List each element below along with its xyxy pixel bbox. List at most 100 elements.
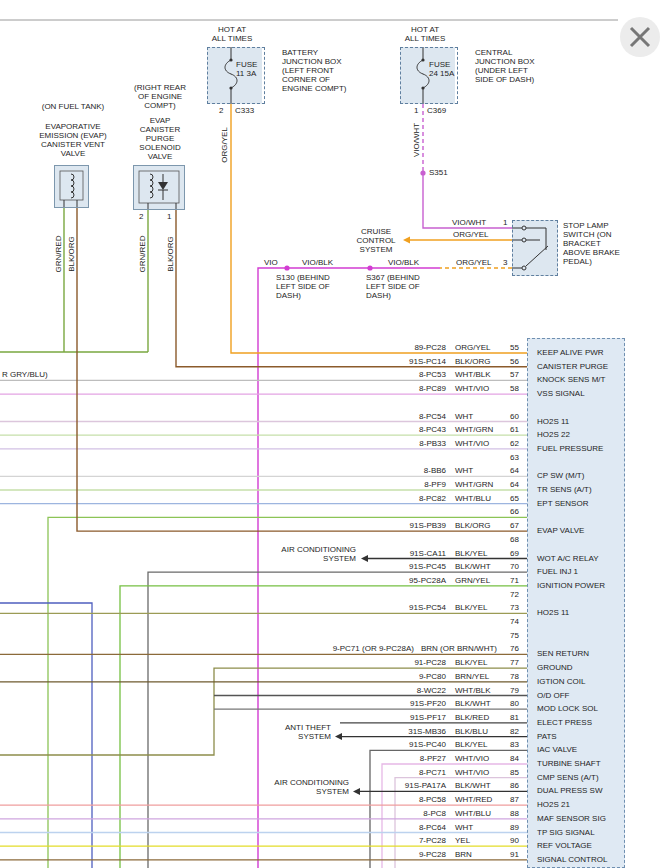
pin-number: 3	[503, 258, 507, 267]
connector-id: C369	[427, 106, 446, 115]
circuit-number: 8-PC8	[423, 809, 446, 818]
wire	[214, 695, 527, 696]
pin-number: 61	[510, 425, 519, 434]
wire	[0, 435, 527, 436]
pin-number: 70	[510, 562, 519, 571]
wire	[0, 448, 527, 449]
component-location: CENTRAL JUNCTION BOX (UNDER LEFT SIDE OF…	[475, 48, 545, 84]
wire	[0, 681, 527, 682]
circuit-number: 8-PC58	[419, 795, 446, 804]
arrow-head	[353, 788, 360, 795]
pin-function: EPT SENSOR	[537, 499, 588, 508]
wire-color: BLK/ORG	[455, 357, 491, 366]
pin-number: 76	[510, 644, 519, 653]
diode-symbol	[158, 174, 168, 200]
circuit-number: 8-PC82	[419, 494, 446, 503]
pin-function: TURBINE SHAFT	[537, 759, 601, 768]
pin-function: O/D OFF	[537, 691, 569, 700]
wire-color: WHT/GRN	[455, 480, 493, 489]
circuit-number: 8-BB6	[424, 466, 446, 475]
circuit-number: 8-PC64	[419, 823, 446, 832]
wire-color: VIO/WHT	[412, 123, 421, 157]
pin-function: MAF SENSOR SIG	[537, 814, 606, 823]
pin-number: 80	[510, 699, 519, 708]
circuit-number: 8-PB33	[419, 439, 446, 448]
pin-function: HO2S 11	[537, 417, 569, 426]
circuit-number: 7-PC28	[419, 836, 446, 845]
wire	[48, 517, 527, 868]
circuit-number: 8-PC89	[419, 384, 446, 393]
pin-number: 1	[167, 212, 171, 221]
arrow-head	[361, 555, 368, 562]
pin-function: REF VOLTAGE	[537, 841, 592, 850]
wire-connector	[77, 208, 527, 531]
close-button	[620, 17, 660, 57]
pin-number: 60	[510, 412, 519, 421]
connector-id: C333	[235, 106, 254, 115]
fuse-box: HOT AT ALL TIMESFUSE 24 15ACENTRAL JUNCT…	[400, 47, 458, 104]
pin-number: 83	[510, 740, 519, 749]
pin-function: KEEP ALIVE PWR	[537, 348, 604, 357]
wire-color: VIO	[264, 258, 278, 267]
wire-color: BLK/RED	[455, 713, 489, 722]
wire	[0, 603, 92, 868]
pin-number: 64	[510, 480, 519, 489]
pin-number: 84	[510, 754, 519, 763]
pin-number: 63	[510, 453, 519, 462]
circuit-number: 8-PC43	[419, 425, 446, 434]
wire-color: WHT	[455, 823, 473, 832]
system-label: AIR CONDITIONING SYSTEM	[259, 778, 349, 796]
box-fill	[207, 47, 262, 104]
circuit-number: 8-PF9	[424, 480, 446, 489]
pin-function: DUAL PRESS SW	[537, 786, 603, 795]
wire-color: BLK/ORG	[67, 236, 76, 272]
pin-function: WOT A/C RELAY	[537, 554, 599, 563]
wire-color: VIO/BLK	[302, 258, 333, 267]
pin-number: 65	[510, 494, 519, 503]
pin-number: 90	[510, 836, 519, 845]
wire-color: WHT/BLK	[455, 370, 491, 379]
pin-function: IGTION COIL	[537, 677, 585, 686]
switch-symbol	[512, 228, 548, 268]
arrow-head	[335, 733, 342, 740]
circuit-number: 91S-PB39	[410, 521, 446, 530]
switch-terminal	[522, 226, 526, 230]
fuse-terminal	[421, 86, 424, 89]
wire-color: R GRY/BLU)	[2, 370, 48, 379]
lead-line	[148, 203, 176, 210]
pin-number: 82	[510, 727, 519, 736]
component-name: EVAPORATIVE EMISSION (EVAP) CANISTER VEN…	[31, 122, 115, 158]
wire-color: WHT/BLK	[455, 686, 491, 695]
wire	[120, 586, 527, 868]
circuit-number: 91S-PF20	[410, 699, 446, 708]
pin-number: 81	[510, 713, 519, 722]
wire	[0, 668, 527, 755]
wire-segment	[423, 173, 512, 228]
wire-color: BLK/YEL	[455, 603, 487, 612]
pin-number: 75	[510, 631, 519, 640]
wire-color: GRN/RED	[138, 236, 147, 273]
fuse-terminal	[229, 86, 232, 89]
wire-color: GRN/RED	[54, 236, 63, 273]
pin-number: 2	[139, 212, 143, 221]
pin-number: 64	[510, 466, 519, 475]
circuit-number: 9-PC80	[419, 672, 446, 681]
wire-segment	[422, 104, 423, 173]
wire-color: BRN/YEL	[455, 672, 489, 681]
pin-number: 85	[510, 768, 519, 777]
circuit-number: 8-PF27	[420, 754, 446, 763]
wire	[0, 489, 527, 490]
wire	[0, 804, 527, 805]
system-label: CRUISE CONTROL SYSTEM	[351, 227, 401, 254]
pin-number: 77	[510, 658, 519, 667]
wire-color: BLK/WHT	[455, 562, 491, 571]
component-location: (ON FUEL TANK)	[31, 102, 115, 111]
pin-number: 2	[219, 106, 223, 115]
wire-color: ORG/YEL	[456, 258, 492, 267]
pin-function: EVAP VALVE	[537, 526, 584, 535]
fuse-symbol	[225, 47, 237, 104]
box-fill	[54, 165, 89, 208]
wire-color: WHT/BLU	[455, 809, 491, 818]
wire	[341, 736, 527, 737]
circuit-number: 8-PC71	[419, 768, 446, 777]
